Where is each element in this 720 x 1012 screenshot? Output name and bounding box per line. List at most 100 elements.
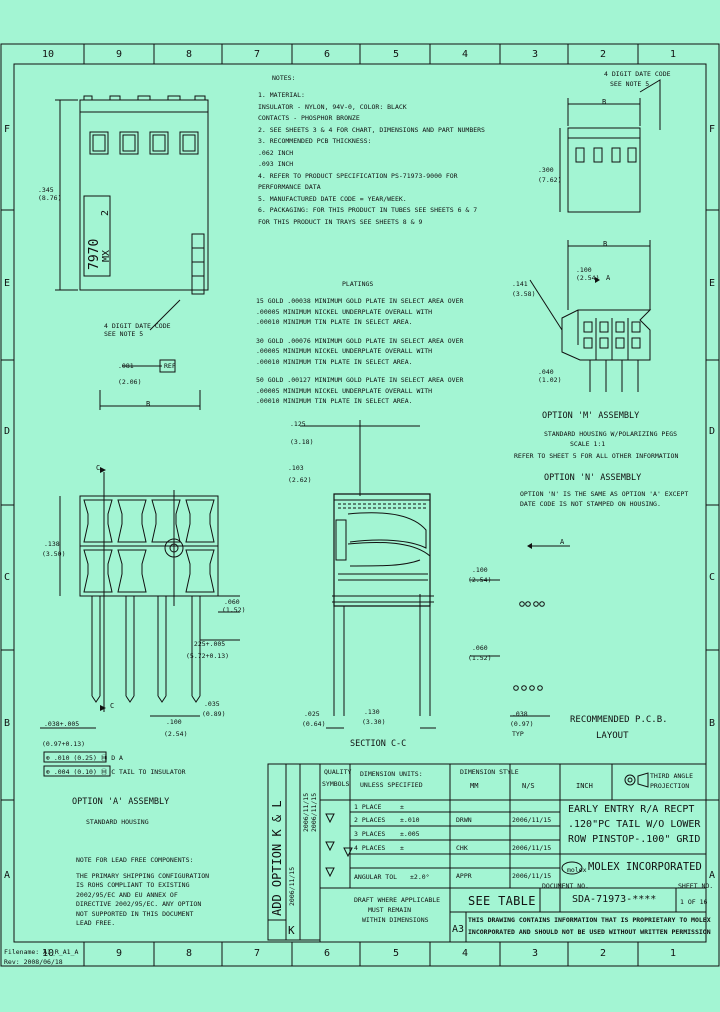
checked-label: CHK bbox=[456, 844, 468, 852]
zone-row-f-right: F bbox=[709, 124, 716, 135]
revision-dates: 2006/11/15 bbox=[288, 866, 296, 906]
note-line: 2. SEE SHEETS 3 & 4 FOR CHART, DIMENSION… bbox=[258, 125, 485, 134]
note-line: 4. REFER TO PRODUCT SPECIFICATION PS-719… bbox=[258, 171, 458, 180]
date-code-left-note: SEE NOTE 5 bbox=[104, 330, 144, 338]
tolerance-frame-1: ⊕ .010 (0.25) Ⓜ D A bbox=[46, 754, 123, 762]
scale-value: N/S bbox=[522, 782, 535, 790]
dim-125: .125 bbox=[290, 420, 306, 428]
date-code-top-note: SEE NOTE 5 bbox=[610, 80, 650, 88]
zone-col-2: 2 bbox=[600, 49, 607, 60]
dimension-style-label: DIMENSION STYLE bbox=[460, 768, 519, 776]
dim-103-mm: (2.62) bbox=[288, 476, 312, 484]
lead-free-line: NOT SUPPORTED IN THIS DOCUMENT bbox=[76, 909, 194, 918]
zone-col-9-bottom: 9 bbox=[116, 948, 123, 959]
zone-row-d: D bbox=[4, 426, 11, 437]
insulator-2: 2 bbox=[100, 209, 111, 216]
plating-line: .00010 MINIMUM TIN PLATE IN SELECT AREA. bbox=[256, 397, 413, 405]
dim-225-front-mm: (3.50) bbox=[42, 550, 66, 558]
plating-line: 15 GOLD .00038 MINIMUM GOLD PLATE IN SEL… bbox=[256, 297, 464, 305]
tol-row-value: ±2.0° bbox=[410, 873, 430, 881]
dim-040-mm: (1.02) bbox=[538, 376, 562, 384]
zone-row-b: B bbox=[4, 718, 11, 729]
zone-col-4-bottom: 4 bbox=[462, 948, 469, 959]
molex-logo-text: molex bbox=[567, 866, 587, 874]
zone-row-c: C bbox=[4, 572, 11, 583]
dims-note-2: UNLESS SPECIFIED bbox=[360, 781, 423, 789]
dim-081-mm: (2.06) bbox=[118, 378, 142, 386]
zone-col-8-bottom: 8 bbox=[186, 948, 193, 959]
dim-100-front-mm: (2.54) bbox=[164, 730, 188, 738]
lead-free-line: DIRECTIVE 2002/95/EC. ANY OPTION bbox=[76, 900, 202, 908]
zone-col-3: 3 bbox=[532, 49, 539, 60]
zone-col-7: 7 bbox=[254, 49, 261, 60]
approved-date: 2006/11/15 bbox=[512, 872, 552, 880]
zone-col-9: 9 bbox=[116, 49, 123, 60]
insulator-marking: 7970 bbox=[87, 238, 102, 270]
zone-row-b-right: B bbox=[709, 718, 716, 729]
dim-060: .060 bbox=[472, 644, 488, 652]
dim-300: .300 bbox=[538, 166, 554, 174]
dim-225: .225+.005 bbox=[190, 640, 226, 648]
notes-header: NOTES: bbox=[272, 74, 296, 82]
option-a-sub: STANDARD HOUSING bbox=[86, 818, 149, 826]
platings-block: 15 GOLD .00038 MINIMUM GOLD PLATE IN SEL… bbox=[256, 296, 463, 407]
dim-pin: .038+.005 bbox=[44, 720, 80, 728]
dim-141: .141 bbox=[512, 280, 528, 288]
title-line: EARLY ENTRY R/A RECPT bbox=[568, 804, 695, 815]
note-line: 1. MATERIAL: bbox=[258, 91, 305, 99]
dim-300-mm: (7.62) bbox=[538, 176, 562, 184]
zone-col-6-bottom: 6 bbox=[324, 948, 331, 959]
zone-row-e-right: E bbox=[709, 278, 716, 289]
lead-free-line: THE PRIMARY SHIPPING CONFIGURATION bbox=[76, 871, 210, 880]
zone-col-4: 4 bbox=[462, 49, 469, 60]
title-line: .120"PC TAIL W/O LOWER bbox=[568, 819, 701, 830]
checked-date: 2006/11/15 bbox=[512, 844, 552, 852]
insulator-mx: MX bbox=[101, 249, 112, 262]
insulator-text: 7970 bbox=[87, 238, 102, 270]
note-line: PERFORMANCE DATA bbox=[258, 183, 321, 191]
dim-100-pcb: .100 bbox=[472, 566, 488, 574]
note-line: INSULATOR - NYLON, 94V-0, COLOR: BLACK bbox=[258, 102, 407, 111]
tol-row-value: ± bbox=[400, 803, 404, 811]
zone-row-d-right: D bbox=[709, 426, 716, 437]
plating-line: .00010 MINIMUM TIN PLATE IN SELECT AREA. bbox=[256, 357, 413, 366]
dim-060-front-mm: (1.52) bbox=[222, 606, 246, 614]
document-number-label: DOCUMENT NO. bbox=[542, 882, 589, 890]
title-line: ROW PINSTOP-.100" GRID bbox=[568, 834, 701, 845]
note-line: FOR THIS PRODUCT IN TRAYS SEE SHEETS 8 &… bbox=[258, 217, 423, 226]
tol-row: 2 PLACES bbox=[354, 816, 386, 824]
zone-col-8: 8 bbox=[186, 49, 193, 60]
draft-note-2: MUST REMAIN bbox=[368, 906, 412, 914]
dim-025: .025 bbox=[304, 710, 320, 718]
zone-col-2-bottom: 2 bbox=[600, 948, 607, 959]
file-revision: Rev: 2008/06/18 bbox=[4, 958, 63, 966]
dim-a-pcb: A bbox=[560, 538, 565, 546]
note-line: CONTACTS - PHOSPHOR BRONZE bbox=[258, 114, 360, 122]
units-value: INCH bbox=[576, 782, 593, 790]
note-line: 6. PACKAGING: FOR THIS PRODUCT IN TUBES … bbox=[258, 206, 478, 214]
proprietary-notice-1: THIS DRAWING CONTAINS INFORMATION THAT I… bbox=[468, 916, 711, 924]
dim-225-front: .138 bbox=[44, 540, 60, 548]
zone-row-e: E bbox=[4, 278, 11, 289]
pcb-hole-typ: TYP bbox=[512, 730, 524, 738]
dim-081: .081 bbox=[118, 362, 134, 370]
note-line: .062 INCH bbox=[258, 148, 294, 157]
drawn-label: DRWN bbox=[456, 816, 472, 824]
dim-225-mm: (5.72+0.13) bbox=[186, 652, 230, 660]
dim-345: .345 bbox=[38, 186, 54, 194]
sheet-size: A3 bbox=[452, 924, 465, 935]
dim-100-pcb-mm: (2.54) bbox=[468, 576, 492, 584]
option-n-sub1: OPTION 'N' IS THE SAME AS OPTION 'A' EXC… bbox=[520, 490, 689, 498]
revision-date-2: 2006/11/15 bbox=[302, 792, 310, 832]
zone-col-5: 5 bbox=[393, 49, 400, 60]
dim-a-iso: A bbox=[606, 274, 611, 282]
tol-row-value: ±.010 bbox=[400, 816, 420, 824]
dim-b-label: B bbox=[146, 400, 151, 408]
dim-035-mm: (0.89) bbox=[202, 710, 226, 718]
option-m-title: OPTION 'M' ASSEMBLY bbox=[542, 411, 640, 421]
zone-col-1-bottom: 1 bbox=[670, 948, 677, 959]
dim-035: .035 bbox=[204, 700, 220, 708]
revision-letter: K bbox=[288, 924, 295, 937]
note-line: 5. MANUFACTURED DATE CODE = YEAR/WEEK. bbox=[258, 194, 407, 203]
plating-line: .00005 MINIMUM NICKEL UNDERPLATE OVERALL… bbox=[256, 307, 433, 316]
